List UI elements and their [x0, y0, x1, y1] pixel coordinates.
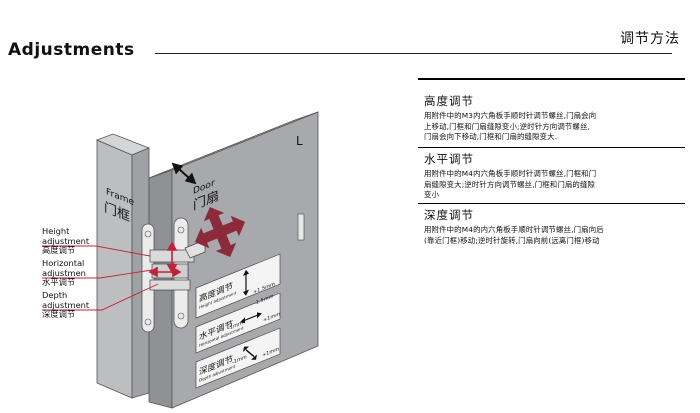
callout-line: Depth — [42, 290, 68, 300]
callout-leader — [42, 269, 153, 279]
section-line: 用附件中的M4的内六角板手顺时针调节螺丝,门扇向后 — [424, 225, 604, 234]
section-body: 用附件中的M4的内六角板手顺时针调节螺丝,门扇向后 (靠近门框)移动;逆时针旋转… — [424, 225, 684, 246]
section-line: 上移动,门框和门扇缝隙变小;逆时针方向调节螺丝, — [424, 121, 590, 131]
callout-height: Height adjustment 高度调节 — [42, 226, 90, 256]
callout-line: Height — [42, 226, 70, 236]
section-horizontal: 水平调节 用附件中的M4内六角板手顺时针调节螺丝,门框和门 扇缝隙变大;逆时针方… — [424, 151, 684, 201]
page-title: Adjustments — [8, 40, 135, 60]
section-title: 深度调节 — [424, 208, 474, 222]
section-line: 扇缝隙变大;逆时针方向调节螺丝,门框和门扇的缝隙 — [424, 179, 596, 189]
section-line: 变小 — [424, 190, 440, 199]
section-divider — [418, 203, 685, 204]
adjust-cross-icon — [194, 206, 246, 258]
door-side-label: L — [296, 134, 303, 148]
panel-top-rule — [418, 78, 685, 80]
horizontal-plate — [195, 292, 281, 354]
callout-horizontal: Horizontal adjustmen 水平调节 — [42, 258, 86, 288]
section-body: 用附件中的M4内六角板手顺时针调节螺丝,门框和门 扇缝隙变大;逆时针方向调节螺丝… — [424, 169, 684, 201]
header-rule — [155, 53, 672, 54]
callout-cn: 水平调节 — [42, 277, 76, 287]
screw-icon — [144, 230, 152, 238]
frame-front — [96, 139, 133, 399]
section-height: 高度调节 用附件中的M3内六角板手顺时针调节螺丝,门扇会向 上移动,门框和门扇缝… — [424, 93, 684, 143]
plate-depth-minus: -1mm — [232, 354, 247, 366]
page-title-cn: 调节方法 — [620, 31, 680, 47]
door-top — [148, 111, 319, 179]
section-body: 用附件中的M3内六角板手顺时针调节螺丝,门扇会向 上移动,门框和门扇缝隙变小;逆… — [424, 111, 684, 143]
screw-icon — [177, 226, 185, 234]
callout-leader — [42, 283, 159, 311]
callout-cn: 深度调节 — [42, 309, 76, 319]
section-line: 门扇会向下移动,门框和门扇的缝隙变大. — [424, 132, 558, 141]
height-plate — [195, 253, 281, 319]
callout-line: Horizontal — [42, 258, 85, 268]
hinge-arm — [149, 279, 191, 291]
section-line: 用附件中的M3内六角板手顺时针调节螺丝,门扇会向 — [424, 111, 597, 120]
screw-icon — [177, 312, 185, 320]
section-depth: 深度调节 用附件中的M4的内六角板手顺时针调节螺丝,门扇向后 (靠近门框)移动;… — [424, 207, 684, 246]
callout-line: adjustment — [42, 299, 90, 310]
callout-line: adjustment — [42, 235, 90, 246]
callout-line: adjustmen — [42, 267, 86, 278]
horizontal-arrow-icon — [148, 266, 182, 278]
section-title: 水平调节 — [424, 152, 474, 166]
section-line: (靠近门框)移动;逆时针旋转,门扇向前(远离门框)移动 — [424, 235, 600, 245]
door-swing-arrow-icon — [171, 162, 197, 185]
section-line: 用附件中的M4内六角板手顺时针调节螺丝,门框和门 — [424, 169, 597, 178]
depth-plate — [195, 327, 281, 389]
screw-icon — [144, 318, 152, 326]
callout-cn: 高度调节 — [42, 245, 76, 255]
callout-leader — [42, 245, 151, 257]
door-lock-recess — [297, 213, 305, 241]
section-divider — [418, 147, 685, 148]
callout-depth: Depth adjustment 深度调节 — [42, 290, 90, 320]
plate-horizontal-minus: -1mm — [228, 320, 243, 332]
section-title: 高度调节 — [424, 94, 474, 108]
